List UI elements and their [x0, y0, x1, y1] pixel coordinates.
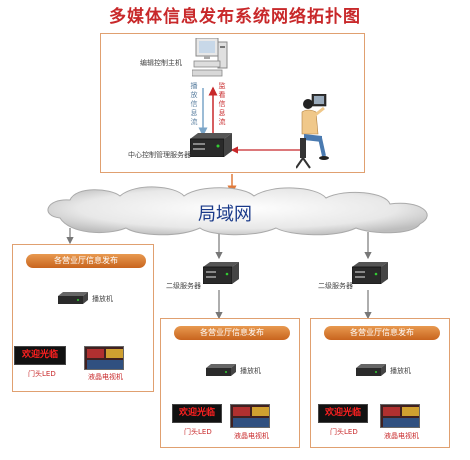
edit-host-computer-icon — [192, 38, 228, 77]
secondary-server-icon — [203, 262, 239, 284]
led-label: 门头LED — [184, 428, 212, 436]
tv-label: 液晶电视机 — [88, 373, 123, 381]
central-server-icon — [190, 133, 232, 157]
led-label: 门头LED — [28, 370, 56, 378]
lcd-tv-display — [380, 404, 420, 428]
led-sign-display: 欢迎光临 — [14, 346, 66, 365]
player-device-icon — [356, 364, 386, 376]
lcd-tv-display — [230, 404, 270, 428]
tv-screen-graphic — [85, 347, 123, 369]
central-server-label: 中心控制管理服务器 — [128, 151, 191, 159]
led-label: 门头LED — [330, 428, 358, 436]
secondary-server-icon — [352, 262, 388, 284]
operator-person-icon — [296, 94, 329, 169]
player-label: 播放机 — [240, 367, 261, 375]
tv-screen-graphic — [231, 405, 269, 427]
monitor-flow-label: 监看信息流 — [218, 82, 226, 126]
tv-screen-graphic — [381, 405, 419, 427]
edit-host-label: 编辑控制主机 — [140, 59, 182, 67]
player-label: 播放机 — [390, 367, 411, 375]
player-device-icon — [58, 292, 88, 304]
tv-label: 液晶电视机 — [384, 432, 419, 440]
lcd-tv-display — [84, 346, 124, 370]
tv-label: 液晶电视机 — [234, 432, 269, 440]
network-label: 局域网 — [198, 204, 252, 225]
secondary-server-label: 二级服务器 — [166, 282, 201, 290]
branch-banner: 各营业厅信息发布 — [324, 326, 440, 340]
branch-banner: 各营业厅信息发布 — [174, 326, 290, 340]
led-sign-display: 欢迎光临 — [172, 404, 222, 423]
player-device-icon — [206, 364, 236, 376]
play-flow-label: 播放信息流 — [190, 82, 198, 126]
secondary-server-label: 二级服务器 — [318, 282, 353, 290]
branch-frame — [12, 244, 154, 392]
player-label: 播放机 — [92, 295, 113, 303]
led-sign-display: 欢迎光临 — [318, 404, 368, 423]
diagram-title: 多媒体信息发布系统网络拓扑图 — [109, 7, 361, 27]
network-cloud-icon — [47, 186, 428, 236]
branch-banner: 各营业厅信息发布 — [26, 254, 146, 268]
